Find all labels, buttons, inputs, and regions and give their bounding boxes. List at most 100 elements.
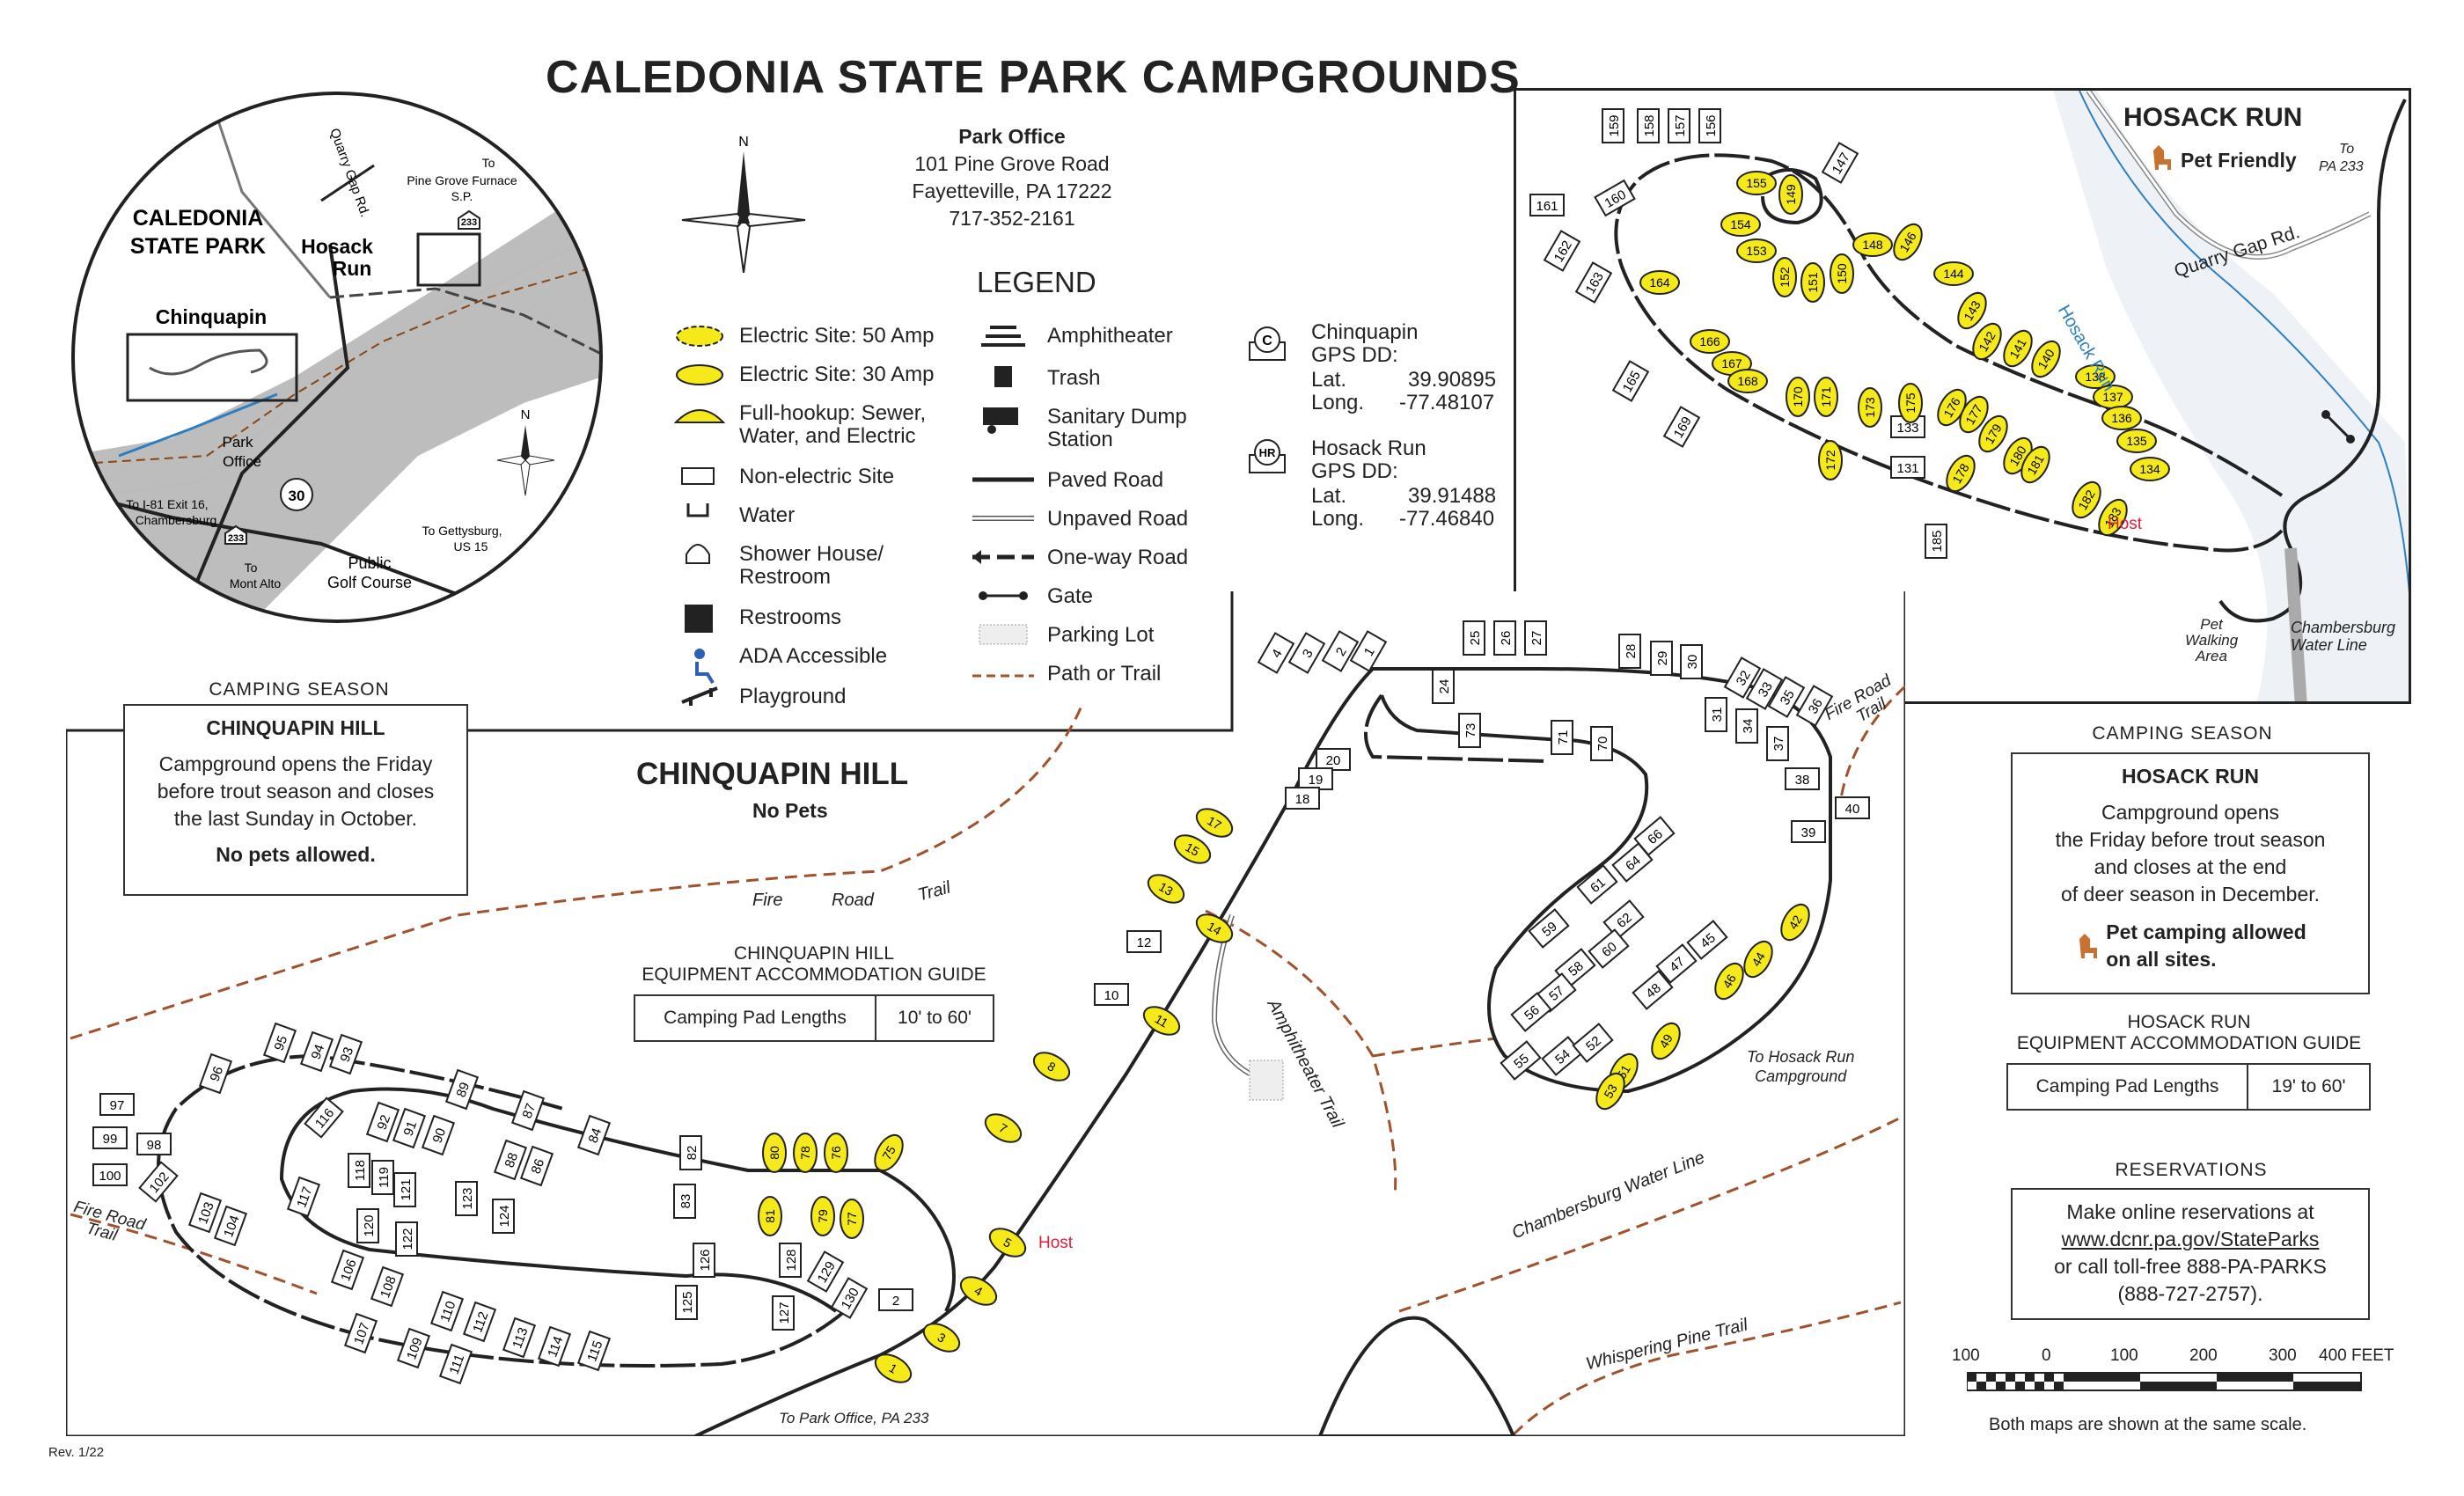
- svg-text:Public: Public: [348, 554, 391, 572]
- campsite-electric: 154: [1720, 212, 1761, 237]
- campsite-number: 125: [680, 1291, 695, 1313]
- legend-parking: Parking Lot: [1047, 623, 1155, 647]
- legend-trash: Trash: [1047, 366, 1101, 390]
- campsite-number: 173: [1863, 397, 1877, 418]
- campsite-number: 79: [816, 1209, 830, 1223]
- campsite-non-electric: 52: [1572, 1023, 1614, 1063]
- campsite-non-electric: 116: [304, 1096, 344, 1139]
- campsite-number: 122: [400, 1228, 415, 1250]
- campsite-number: 168: [1737, 374, 1758, 388]
- campsite-number: 84: [586, 1126, 605, 1145]
- campsite-non-electric: 86: [519, 1145, 554, 1187]
- campsite-number: 53: [1601, 1082, 1620, 1101]
- campsite-electric: 171: [1814, 377, 1838, 417]
- legend-full-hookup: Full-hookup: Sewer,: [739, 401, 927, 425]
- campsite-non-electric: 89: [444, 1068, 480, 1111]
- campsite-non-electric: 110: [429, 1290, 465, 1332]
- campsite-non-electric: 10: [1094, 983, 1129, 1006]
- campsite-electric: 166: [1690, 329, 1730, 354]
- campsite-non-electric: 112: [462, 1301, 497, 1343]
- campsite-number: 10: [1104, 988, 1119, 1003]
- svg-text:Run: Run: [333, 257, 372, 280]
- legend-playground: Playground: [739, 685, 847, 708]
- campsite-number: 71: [1556, 730, 1571, 745]
- svg-text:HR: HR: [1259, 446, 1276, 459]
- campsite-non-electric: 108: [370, 1265, 405, 1308]
- campsite-number: 138: [2085, 370, 2106, 384]
- reservations-link[interactable]: www.dcnr.pa.gov/StateParks: [2061, 1228, 2320, 1250]
- campsite-number: 73: [1463, 723, 1478, 738]
- campsite-non-electric: 83: [673, 1184, 696, 1219]
- campsite-non-electric: 88: [493, 1139, 528, 1181]
- campsite-electric: 11: [1142, 1006, 1181, 1036]
- svg-text:STATE PARK: STATE PARK: [130, 234, 266, 259]
- campsite-number: 24: [1437, 679, 1452, 694]
- campsite-non-electric: 82: [679, 1135, 702, 1170]
- chinquapin-pad-label: Camping Pad Lengths: [664, 1008, 847, 1028]
- campsite-number: 75: [879, 1143, 898, 1162]
- campsite-non-electric: 185: [1925, 524, 1947, 559]
- campsite-non-electric: 107: [343, 1312, 378, 1354]
- campsite-number: 83: [678, 1194, 693, 1209]
- campsite-non-electric: 71: [1551, 720, 1573, 755]
- campsite-number: 2: [892, 1294, 899, 1309]
- campsite-non-electric: 29: [1650, 641, 1673, 676]
- reservations-box: Make online reservations at www.dcnr.pa.…: [2011, 1188, 2370, 1320]
- park-office-address1: 101 Pine Grove Road: [914, 152, 1110, 175]
- svg-text:Mont Alto: Mont Alto: [230, 576, 282, 590]
- campsite-number: 133: [1896, 421, 1918, 436]
- campsite-non-electric: 18: [1285, 787, 1320, 810]
- campsite-number: 95: [272, 1034, 291, 1052]
- legend-shower: Shower House/: [739, 542, 884, 566]
- svg-text:S.P.: S.P.: [451, 189, 473, 203]
- svg-text:To Gettysburg,: To Gettysburg,: [422, 524, 502, 538]
- campsite-non-electric: 55: [1500, 1040, 1542, 1081]
- campsite-electric: 4: [959, 1276, 998, 1306]
- campsite-non-electric: 102: [138, 1161, 179, 1203]
- svg-text:N: N: [521, 407, 531, 422]
- campsite-electric: 164: [1639, 270, 1680, 295]
- campsite-electric: 152: [1772, 257, 1797, 297]
- campsite-electric: 146: [1893, 223, 1923, 261]
- campsite-non-electric: 45: [1686, 920, 1728, 960]
- campsite-number: 40: [1845, 802, 1860, 817]
- campsite-electric: 53: [1595, 1072, 1625, 1111]
- legend-paved-road: Paved Road: [1047, 468, 1164, 492]
- scale-bar: 100 0 100 200 300 400 FEET Both maps are…: [1952, 1346, 2394, 1434]
- chinquapin-host-label: Host: [1038, 1234, 1074, 1252]
- campsite-non-electric: 106: [330, 1249, 365, 1291]
- campsite-number: 96: [208, 1065, 227, 1083]
- campsite-number: 70: [1595, 737, 1610, 752]
- campsite-non-electric: 47: [1655, 943, 1698, 984]
- campsite-number: 92: [375, 1113, 394, 1132]
- chinquapin-season-box: CHINQUAPIN HILL Campground opens the Fri…: [123, 704, 468, 896]
- park-office-info: Park Office 101 Pine Grove Road Fayettev…: [889, 123, 1135, 232]
- campsite-electric: 173: [1858, 387, 1882, 428]
- campsite-non-electric: 96: [198, 1052, 233, 1095]
- legend-dump-station: Sanitary Dump: [1047, 405, 1187, 429]
- campsite-electric: 149: [1778, 174, 1803, 215]
- svg-text:To I-81 Exit 16,: To I-81 Exit 16,: [126, 497, 208, 511]
- svg-text:Golf Course: Golf Course: [327, 574, 412, 591]
- campsite-non-electric: 113: [502, 1316, 537, 1359]
- campsite-non-electric: 2: [878, 1288, 913, 1311]
- campsite-number: 81: [763, 1209, 777, 1223]
- campsite-electric: 151: [1800, 262, 1825, 303]
- campsite-number: 185: [1930, 530, 1945, 552]
- campsite-non-electric: 111: [438, 1343, 473, 1385]
- campsite-non-electric: 62: [1602, 899, 1645, 940]
- campsite-number: 37: [1771, 737, 1786, 752]
- campsite-non-electric: 94: [299, 1030, 334, 1073]
- campsite-non-electric: 35: [1767, 676, 1806, 718]
- campsite-number: 167: [1721, 356, 1742, 370]
- pet-icon: [2153, 145, 2171, 170]
- to-pa233-label: PA 233: [2319, 159, 2364, 174]
- campsite-non-electric: 25: [1463, 620, 1485, 656]
- legend-one-way: One-way Road: [1047, 546, 1189, 569]
- campsite-electric: 172: [1818, 440, 1843, 480]
- campsite-electric: 135: [2116, 429, 2157, 453]
- campsite-non-electric: 147: [1821, 142, 1859, 184]
- campsite-non-electric: 114: [537, 1325, 572, 1368]
